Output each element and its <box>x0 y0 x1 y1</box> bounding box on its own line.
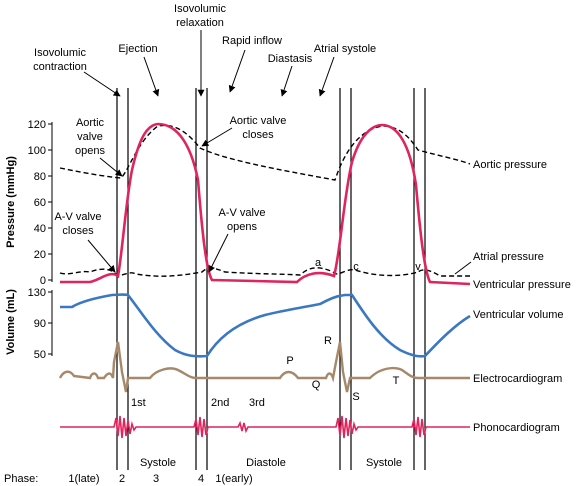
volume-axis-title: Volume (mL) <box>5 289 17 355</box>
aortic-valve-closes-label: closes <box>242 129 274 141</box>
aortic-valve-closes-label: Aortic valve <box>230 115 287 127</box>
volume-tick-label: 90 <box>34 318 46 330</box>
systole-1-label: Systole <box>140 457 176 469</box>
ecg-t-wave-label: T <box>393 375 400 387</box>
electrocardiogram-label: Electrocardiogram <box>473 373 562 385</box>
volume-ticks: 130 90 50 <box>28 287 52 361</box>
ecg-q-wave-label: Q <box>312 379 321 391</box>
aortic-valve-opens-label: valve <box>77 131 103 143</box>
atrial-pressure-curve <box>59 267 470 277</box>
atrial-pressure-label: Atrial pressure <box>473 251 544 263</box>
diastasis-arrow <box>280 65 293 97</box>
aortic-pressure-curve <box>59 124 471 181</box>
ejection-label: Ejection <box>118 43 157 55</box>
ecg-s-wave-label: S <box>352 391 359 403</box>
electrocardiogram-curve <box>58 341 470 393</box>
isovolumic-contraction-label: contraction <box>33 61 87 73</box>
phase-4-label: 4 <box>198 473 204 485</box>
phase-row-label: Phase: <box>4 473 38 485</box>
isovolumic-relaxation-label: relaxation <box>176 17 224 29</box>
atrial-pressure-leader <box>454 261 472 275</box>
volume-tick-label: 50 <box>34 349 46 361</box>
pressure-tick-label: 0 <box>40 275 46 287</box>
ventricular-pressure-curve <box>60 122 471 286</box>
ventricular-volume-curve <box>60 293 471 358</box>
isovolumic-contraction-arrow <box>83 71 121 97</box>
ejection-arrow <box>143 56 160 97</box>
atrial-v-wave-label: v <box>415 261 421 273</box>
pressure-tick-label: 60 <box>34 197 46 209</box>
atrial-systole-arrow <box>318 56 335 97</box>
diastasis-label: Diastasis <box>268 53 313 65</box>
phase-3-label: 3 <box>153 473 159 485</box>
atrial-systole-label: Atrial systole <box>314 43 376 55</box>
pressure-tick-label: 40 <box>34 223 46 235</box>
pressure-tick-label: 100 <box>28 145 46 157</box>
phase-divider-lines <box>116 88 426 470</box>
rapid-inflow-arrow <box>228 49 246 93</box>
heart-sound-first-label: 1st <box>131 397 146 409</box>
heart-sound-third-label: 3rd <box>249 397 265 409</box>
aortic-valve-opens-label: opens <box>75 145 105 157</box>
volume-tick-label: 130 <box>28 287 46 299</box>
pressure-ticks: 120 100 80 60 40 20 0 <box>28 119 52 287</box>
phonocardiogram-label: Phonocardiogram <box>473 422 560 434</box>
pressure-tick-label: 20 <box>34 249 46 261</box>
isovolumic-contraction-label: Isovolumic <box>34 47 86 59</box>
ventricular-pressure-label: Ventricular pressure <box>473 279 571 291</box>
phase-2-label: 2 <box>119 473 125 485</box>
av-valve-opens-label: opens <box>227 221 257 233</box>
rapid-inflow-label: Rapid inflow <box>222 35 282 47</box>
phase-1-late-label: 1(late) <box>68 473 99 485</box>
phonocardiogram-curve <box>60 415 470 439</box>
atrial-a-wave-label: a <box>315 257 322 269</box>
heart-sound-second-label: 2nd <box>211 397 229 409</box>
aortic-valve-closes-arrow <box>201 127 233 147</box>
aortic-valve-opens-arrow <box>99 157 123 177</box>
ecg-r-wave-label: R <box>324 335 332 347</box>
ventricular-volume-label: Ventricular volume <box>473 309 564 321</box>
atrial-c-wave-label: c <box>353 261 359 273</box>
ecg-p-wave-label: P <box>286 355 293 367</box>
isovolumic-relaxation-label: Isovolumic <box>174 3 226 15</box>
systole-2-label: Systole <box>366 457 402 469</box>
phase-1-early-label: 1(early) <box>215 473 252 485</box>
av-valve-closes-label: closes <box>62 225 94 237</box>
pressure-tick-label: 80 <box>34 171 46 183</box>
aortic-pressure-label: Aortic pressure <box>473 159 547 171</box>
av-valve-opens-arrow <box>208 233 229 273</box>
diastole-label: Diastole <box>246 457 286 469</box>
av-valve-opens-label: A-V valve <box>218 207 265 219</box>
pressure-axis-title: Pressure (mmHg) <box>5 156 17 248</box>
av-valve-closes-label: A-V valve <box>54 211 101 223</box>
aortic-valve-opens-label: Aortic <box>76 117 105 129</box>
pressure-tick-label: 120 <box>28 119 46 131</box>
av-valve-closes-arrow <box>87 239 116 273</box>
